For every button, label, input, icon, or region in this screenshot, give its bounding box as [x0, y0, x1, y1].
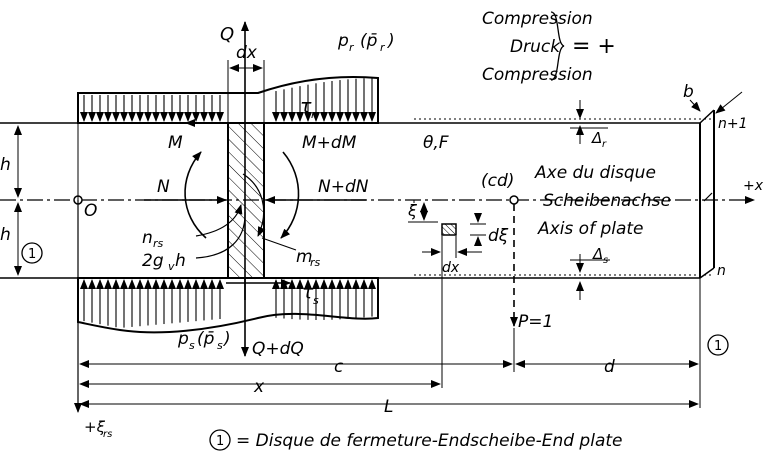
circle-one-footnote: 1 [216, 434, 224, 449]
L-label: L [384, 397, 393, 417]
legend-brace [550, 11, 565, 81]
dx-top-dimension [227, 60, 265, 124]
P-label: P=1 [518, 312, 553, 332]
h-bottom-label: h [0, 225, 11, 245]
legend-line-3: Compression [482, 65, 593, 85]
p-s-bar-sub: s [217, 339, 223, 352]
cd-label: (cd) [481, 171, 514, 191]
p-r-close: ) [386, 31, 395, 51]
circle-one-right: 1 [714, 339, 722, 354]
p-s-label: p [177, 329, 189, 349]
M-dM-moment-arc [280, 151, 300, 239]
axis-label-fr: Axe du disque [534, 163, 656, 183]
axis-label-de: Scheibenachse [543, 191, 671, 211]
p-r-bar-sub: r [380, 41, 386, 54]
M-label: M [168, 133, 183, 153]
plus-x-label: +x [743, 178, 764, 194]
n-plus-1-label: n+1 [718, 116, 748, 132]
tau-r-label: τ [300, 95, 312, 117]
delta-r-sub: r [602, 139, 607, 150]
n-rs-leader [195, 204, 243, 237]
tau-s-sub: s [313, 294, 319, 307]
p-r-label: p [337, 31, 349, 51]
M-dM-label: M+dM [302, 133, 357, 153]
c-label: c [334, 357, 344, 377]
d-label: d [604, 357, 615, 377]
p-r-sub: r [349, 41, 355, 54]
bottom-load-diagram [77, 277, 379, 334]
end-plate-marker-footnote [209, 429, 231, 451]
legend-line-1: Compression [482, 9, 593, 29]
circle-one-left: 1 [28, 247, 36, 262]
n-rs-label: n [142, 228, 153, 248]
xi-rs-label: +ξ [84, 418, 106, 436]
p-r-bar-label: (p̄ [360, 31, 378, 51]
M-moment-arc [184, 151, 207, 239]
gv-leader [195, 211, 246, 259]
footnote: = Disque de fermeture-Endscheibe-End pla… [236, 431, 623, 451]
gv-sub: v [168, 260, 175, 273]
h-top-label: h [0, 155, 11, 175]
top-load-arrows [80, 78, 376, 122]
xi-label: ξ [407, 201, 418, 220]
legend-line-2: Druck [510, 37, 561, 57]
tau-s-label: τ [302, 281, 314, 303]
b-dimension [689, 91, 743, 114]
p-s-sub: s [189, 339, 195, 352]
delta-s-sub: s [603, 255, 608, 266]
end-plate-marker-right [707, 334, 729, 356]
length-dimensions [79, 278, 701, 408]
N-dN-label: N+dN [318, 177, 369, 197]
top-load-diagram [77, 75, 379, 124]
small-element [408, 200, 486, 388]
x-label: x [253, 377, 265, 397]
legend-sign: = + [572, 34, 616, 59]
bottom-load-arrows [80, 279, 376, 328]
delta-s-label: Δ [592, 245, 603, 263]
dx-top-label: dx [236, 43, 258, 63]
plate-axis [0, 195, 755, 205]
n-rs-sub: rs [153, 237, 164, 250]
delta-r-label: Δ [591, 129, 602, 147]
dx-small-label: dx [442, 260, 460, 276]
m-rs-leader [261, 237, 297, 251]
p-s-bar-label: (p̄ [197, 329, 215, 349]
load-point-cd [509, 195, 519, 205]
Q-label: Q [220, 24, 234, 45]
gv-end: h [175, 251, 186, 271]
end-plate-marker-left [21, 242, 43, 264]
theta-F-label: θ,F [423, 133, 449, 153]
b-label: b [683, 82, 694, 102]
m-rs-arc [242, 173, 266, 237]
n-label: n [717, 263, 726, 279]
Q-dQ-label: Q+dQ [252, 339, 304, 359]
m-rs-sub: rs [310, 256, 321, 269]
p-s-close: ) [222, 329, 231, 349]
m-rs-label: m [296, 247, 313, 267]
delta-dimensions [570, 100, 610, 300]
N-label: N [157, 177, 170, 197]
axis-label-en: Axis of plate [537, 219, 644, 239]
d-xi-label: dξ [488, 226, 509, 246]
origin-label: O [84, 201, 97, 221]
tau-r-sub: r [311, 108, 317, 121]
gv-label: 2g [142, 251, 164, 271]
xi-rs-sub: rs [103, 429, 112, 440]
plate-body [0, 109, 715, 279]
